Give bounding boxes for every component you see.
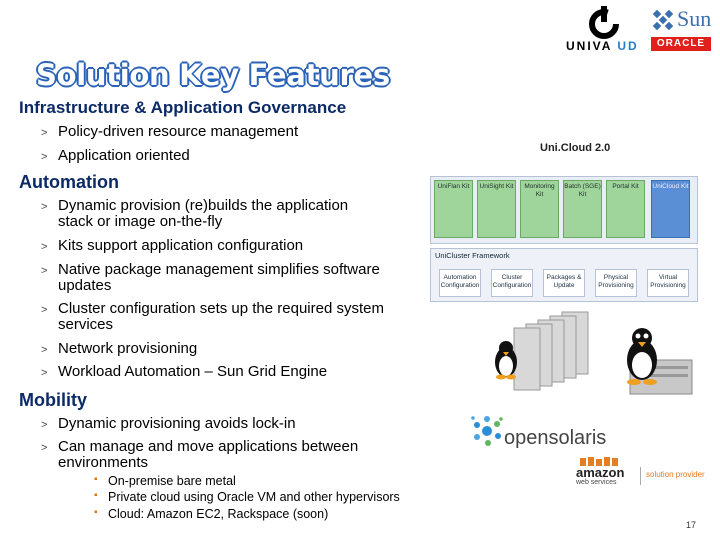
aws-logo: amazon web services — [576, 466, 636, 487]
framework-component: Packages & Update — [543, 269, 585, 297]
framework-component: Automation Configuration — [439, 269, 481, 297]
univa-logo-text: UNIVA UD — [566, 39, 639, 53]
bullet-item: >Workload Automation – Sun Grid Engine — [41, 363, 328, 380]
tux-server-image — [627, 328, 693, 395]
sun-logo-text: Sun — [677, 6, 712, 31]
sun-logo: Sun — [650, 6, 714, 33]
solution-provider-text: solution provider — [646, 470, 705, 479]
diagram-label: Uni.Cloud 2.0 — [540, 142, 611, 154]
bullet-item: >Application oriented — [41, 147, 190, 164]
opensolaris-logo-text: opensolaris — [504, 427, 607, 449]
bullet-item: >Dynamic provisioning avoids lock-in — [41, 415, 296, 432]
slide-title: Solution Key Features — [36, 58, 390, 92]
server-stack-image — [495, 311, 589, 391]
bullet-item: >Dynamic provision (re)builds the applic… — [41, 197, 349, 230]
framework-title: UniCluster Framework — [435, 251, 510, 260]
kit-row: UniFlan Kit UniSight Kit Monitoring Kit … — [430, 176, 698, 244]
page-number: 17 — [686, 520, 697, 530]
kit-box: Portal Kit — [606, 180, 645, 238]
aws-logo-text: amazon — [576, 465, 625, 480]
framework-box: UniCluster Framework Automation Configur… — [430, 248, 698, 302]
opensolaris-logo-icon — [471, 416, 503, 446]
sub-bullet-item: ▪Cloud: Amazon EC2, Rackspace (soon) — [94, 507, 329, 521]
bullet-item: >Network provisioning — [41, 340, 198, 357]
bullet-item: >Native package management simplifies so… — [41, 261, 380, 294]
kit-box: UniSight Kit — [477, 180, 516, 238]
bullet-item: >Policy-driven resource management — [41, 123, 299, 140]
framework-component: Cluster Configuration — [491, 269, 533, 297]
framework-component: Physical Provisioning — [595, 269, 637, 297]
sun-logo-icon — [652, 9, 674, 31]
sub-bullet-item: ▪On-premise bare metal — [94, 474, 236, 488]
kit-box: UniFlan Kit — [434, 180, 473, 238]
tux-penguin-icon — [495, 341, 517, 380]
section-heading-mobility: Mobility — [19, 390, 87, 410]
framework-component: Virtual Provisioning — [647, 269, 689, 297]
bullet-item: >Cluster configuration sets up the requi… — [41, 300, 384, 333]
kit-box: Batch (SGE) Kit — [563, 180, 602, 238]
section-heading-automation: Automation — [19, 172, 119, 192]
univa-logo-icon — [589, 6, 619, 39]
section-heading-infrastructure: Infrastructure & Application Governance — [19, 98, 347, 117]
logo-divider — [640, 467, 641, 485]
oracle-logo: ORACLE — [651, 37, 711, 51]
aws-boxes-icon — [580, 457, 618, 466]
kit-box: Monitoring Kit — [520, 180, 559, 238]
aws-logo-subtext: web services — [576, 479, 617, 486]
bullet-item: >Kits support application configuration — [41, 237, 304, 254]
kit-box: UniCloud Kit — [651, 180, 690, 238]
sub-bullet-item: ▪Private cloud using Oracle VM and other… — [94, 490, 400, 504]
bullet-item: >Can manage and move applications betwee… — [41, 438, 359, 471]
tux-penguin-icon — [627, 328, 657, 385]
